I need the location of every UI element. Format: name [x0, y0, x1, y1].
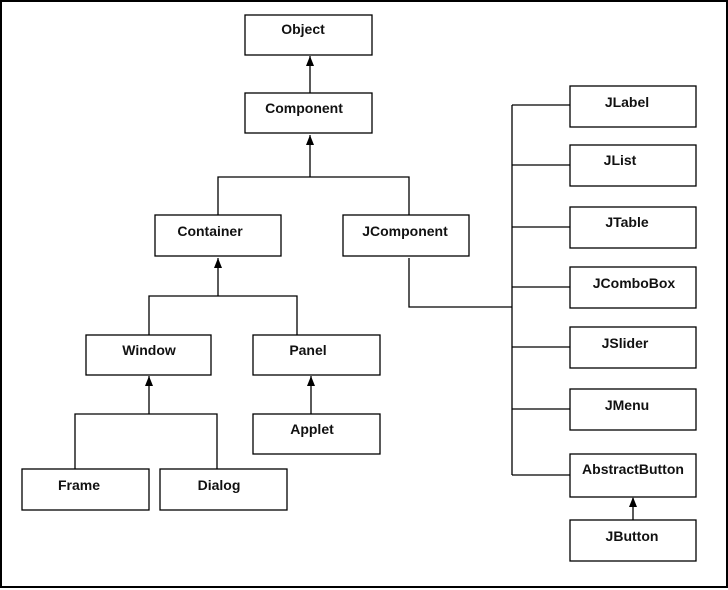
- node-container: Container: [154, 214, 282, 257]
- node-label-window: Window: [122, 342, 176, 358]
- node-frame: Frame: [21, 468, 150, 511]
- node-label-jmenu: JMenu: [605, 397, 649, 413]
- node-label-component: Component: [265, 100, 343, 116]
- node-label-jcombobox: JComboBox: [593, 275, 676, 291]
- node-applet: Applet: [252, 413, 381, 455]
- arrowheads: [145, 56, 637, 507]
- arrow-to-abstractbutton: [629, 497, 637, 507]
- edges: [74, 56, 634, 520]
- node-abstractbutton: AbstractButton: [569, 453, 697, 498]
- node-object: Object: [244, 14, 373, 56]
- node-label-applet: Applet: [290, 421, 334, 437]
- arrow-to-window: [145, 376, 153, 386]
- node-label-jslider: JSlider: [602, 335, 649, 351]
- node-jtable: JTable: [569, 206, 697, 249]
- arrow-to-panel: [307, 376, 315, 386]
- node-jcombobox: JComboBox: [569, 266, 697, 309]
- node-jmenu: JMenu: [569, 388, 697, 431]
- node-label-panel: Panel: [289, 342, 326, 358]
- node-label-jbutton: JButton: [606, 528, 659, 544]
- edge-jcomponent-bus: [408, 258, 512, 308]
- edge-window-panel-container: [148, 295, 298, 335]
- node-label-frame: Frame: [58, 477, 100, 493]
- node-jslider: JSlider: [569, 326, 697, 369]
- node-dialog: Dialog: [159, 468, 288, 511]
- edge-frame-dialog-window: [74, 413, 218, 469]
- node-jbutton: JButton: [569, 519, 697, 562]
- arrow-to-component: [306, 135, 314, 145]
- edge-container-jcomponent-component: [217, 176, 410, 215]
- node-label-object: Object: [281, 21, 325, 37]
- node-label-dialog: Dialog: [198, 477, 241, 493]
- arrow-to-object: [306, 56, 314, 66]
- node-jcomponent: JComponent: [342, 214, 470, 257]
- node-jlabel: JLabel: [569, 85, 697, 128]
- node-component: Component: [244, 92, 373, 134]
- node-label-jtable: JTable: [605, 214, 649, 230]
- node-label-jlist: JList: [604, 152, 637, 168]
- node-panel: Panel: [252, 334, 381, 376]
- node-label-jcomponent: JComponent: [362, 223, 448, 239]
- node-window: Window: [85, 334, 212, 376]
- node-jlist: JList: [569, 144, 697, 187]
- node-label-abstractbutton: AbstractButton: [582, 461, 684, 477]
- arrow-to-container: [214, 258, 222, 268]
- node-label-container: Container: [177, 223, 243, 239]
- node-label-jlabel: JLabel: [605, 94, 649, 110]
